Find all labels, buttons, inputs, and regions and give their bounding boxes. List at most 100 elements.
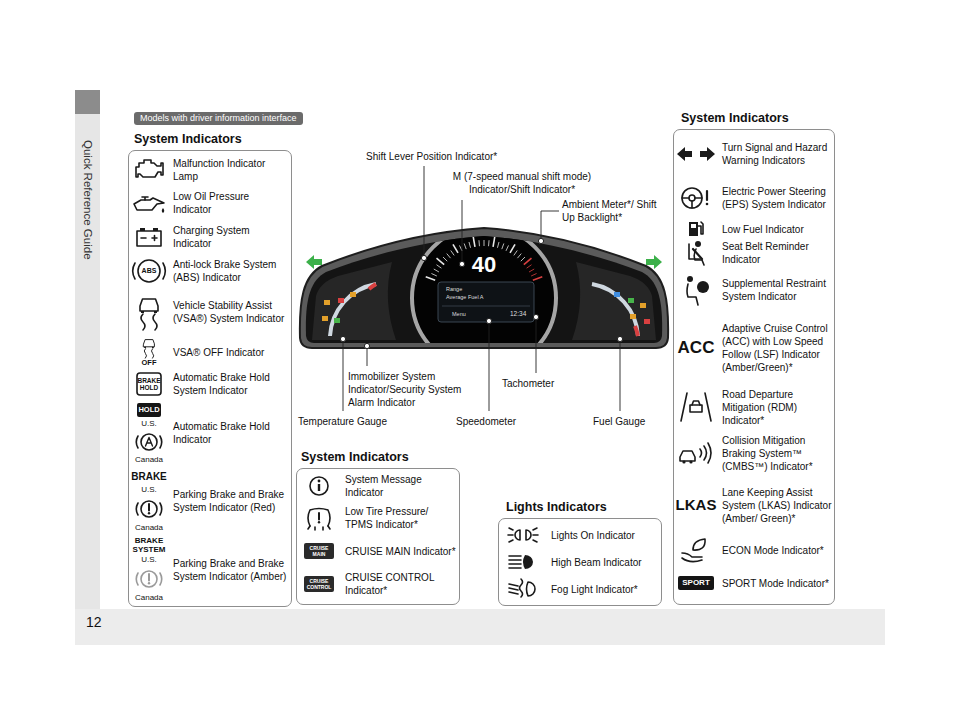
icon-stroke — [141, 434, 157, 450]
icon-graphic — [674, 385, 718, 429]
indicator-icon: ABS — [129, 256, 169, 286]
tach-tick — [469, 242, 471, 248]
icon-text: CRUISE CONTROL — [304, 576, 334, 592]
section-heading: System Indicators — [681, 111, 789, 126]
icon-stroke — [162, 208, 165, 213]
center-dial — [412, 226, 556, 370]
indicator-row: BRAKE HOLDAutomatic Brake Hold System In… — [129, 370, 291, 398]
indicator-panel: System IndicatorsMalfunction Indicator L… — [128, 150, 292, 607]
tach-tick — [502, 243, 504, 249]
indicator-name: System Message Indicator — [345, 473, 457, 499]
icon-stroke — [682, 553, 702, 562]
indicator-row: Charging System Indicator — [129, 222, 291, 252]
indicator-name: Vehicle Stability Assist (VSA®) System I… — [173, 299, 289, 325]
icon-stroke — [308, 526, 330, 530]
temperature-arc — [330, 284, 376, 336]
indicator-icon: CRUISE MAIN — [297, 536, 341, 566]
indicator-icon: BRAKEU.S.Canada — [129, 469, 169, 533]
icon-stroke — [153, 228, 158, 231]
icon-stroke — [154, 311, 157, 313]
indicator-icon: CRUISE CONTROL — [297, 569, 341, 599]
indicator-icon: HOLDU.S.Canada — [129, 401, 169, 465]
indicator-row: LKASLane Keeping Assist System (LKAS) In… — [674, 477, 834, 533]
indicator-row: Seat Belt Reminder Indicator — [674, 239, 834, 267]
icon-shape — [682, 188, 708, 208]
icon-stroke — [152, 347, 154, 348]
icon-stroke — [136, 160, 163, 177]
tach-tick — [521, 257, 525, 261]
icon-stroke — [509, 556, 521, 568]
icon-stroke — [148, 574, 150, 581]
indicator-icon — [674, 221, 718, 237]
icon-graphic — [674, 431, 718, 475]
icon-stroke — [690, 405, 702, 412]
icon-graphic — [499, 576, 547, 602]
indicator-name: SPORT Mode Indicator* — [722, 577, 832, 590]
indicator-name: Low Tire Pressure/ TPMS Indicator* — [345, 505, 457, 531]
icon-stroke — [682, 460, 685, 463]
indicator-panel: System IndicatorsTurn Signal and Hazard … — [673, 129, 835, 605]
indicator-panel: Lights IndicatorsLights On IndicatorHigh… — [498, 518, 662, 606]
warning-lamp — [334, 318, 340, 323]
indicator-row: Vehicle Stability Assist (VSA®) System I… — [129, 290, 291, 334]
icon-stroke — [689, 222, 698, 236]
indicator-name: Electric Power Steering (EPS) System Ind… — [722, 185, 832, 211]
indicator-icon — [674, 239, 718, 267]
indicator-row: BRAKE SYSTEMU.S.CanadaParking Brake and … — [129, 537, 291, 603]
tach-tick — [436, 265, 441, 268]
icon-stroke — [689, 460, 692, 463]
indicator-row: Lights On Indicator — [499, 522, 661, 548]
indicator-name: High Beam Indicator — [551, 556, 659, 569]
indicator-name: CRUISE CONTROL Indicator* — [345, 571, 457, 597]
left-pod — [312, 262, 396, 340]
indicator-icon — [129, 222, 169, 252]
indicator-icon — [674, 269, 718, 311]
icon-stroke — [318, 521, 320, 523]
tach-tick — [451, 250, 454, 255]
indicator-name: Low Oil Pressure Indicator — [173, 190, 289, 216]
indicator-row: Road Departure Mitigation (RDM) Indicato… — [674, 385, 834, 429]
icon-stroke — [141, 314, 157, 330]
icon-stroke — [693, 539, 705, 550]
icon-stroke — [148, 512, 150, 514]
icon-stroke — [523, 555, 533, 569]
icon-graphic — [129, 156, 169, 184]
icon-stroke — [682, 198, 702, 208]
icon-stroke — [509, 584, 518, 594]
indicator-name: CRUISE MAIN Indicator* — [345, 545, 457, 558]
tach-tick — [531, 273, 536, 276]
info-display — [438, 282, 534, 322]
callout-label: Tachometer — [502, 377, 554, 390]
icon-text: ACC — [674, 339, 718, 357]
indicator-row: HOLDU.S.CanadaAutomatic Brake Hold Indic… — [129, 401, 291, 465]
icon-shape — [310, 477, 328, 495]
icon-stroke — [146, 438, 153, 447]
tach-tick — [437, 258, 445, 264]
screen-text: Range — [446, 286, 462, 293]
indicator-panel: System IndicatorsSystem Message Indicato… — [296, 468, 460, 605]
icon-text: OFF — [133, 358, 165, 367]
tach-tick — [488, 240, 490, 246]
indicator-icon — [499, 549, 547, 575]
icon-stroke — [144, 347, 146, 348]
indicator-name: Malfunction Indicator Lamp — [173, 157, 289, 183]
tach-tick — [497, 242, 499, 248]
icon-shape — [687, 276, 709, 305]
tach-tick — [478, 240, 480, 246]
icon-shape — [308, 509, 330, 531]
icon-stroke — [691, 224, 696, 228]
icon-stroke — [706, 191, 708, 200]
tach-tick — [527, 265, 532, 268]
icon-stroke — [698, 222, 703, 234]
icon-shape — [140, 299, 158, 330]
indicator-icon — [674, 177, 718, 219]
warning-lamp — [630, 314, 636, 319]
indicator-name: Low Fuel Indicator — [722, 223, 832, 236]
tab-block — [75, 90, 100, 114]
indicator-name: Lane Keeping Assist System (LKAS) Indica… — [722, 486, 832, 525]
tach-tick — [447, 254, 451, 259]
warning-lamp — [628, 298, 634, 303]
icon-text: HOLD — [137, 403, 161, 417]
indicator-name: Adaptive Cruise Control (ACC) with Low S… — [722, 322, 832, 374]
turn-arrow — [306, 255, 322, 269]
